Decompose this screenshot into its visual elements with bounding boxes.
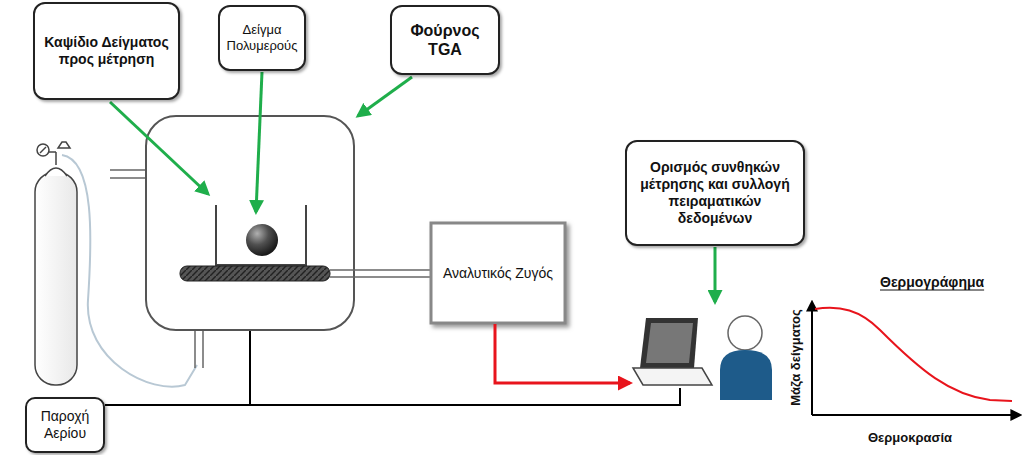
callout-box: Φούρνος TGA xyxy=(390,5,500,75)
gas-cylinder xyxy=(35,142,77,385)
node-text: Δείγμα Πολυμερούς xyxy=(226,22,298,53)
node-text: Φούρνος TGA xyxy=(398,21,492,59)
callout-box: Καψίδιο Δείγματος προς μέτρηση xyxy=(33,2,180,100)
polymer-sample xyxy=(246,224,278,256)
axis-label: Μάζα δείγματος xyxy=(787,309,802,406)
node-text: Ορισμός συνθηκών μέτρησης και συλλογή πε… xyxy=(633,159,797,226)
node-text: Καψίδιο Δείγματος προς μέτρηση xyxy=(41,34,172,68)
laptop xyxy=(633,318,712,385)
balance-box: Αναλυτικός Ζυγός xyxy=(433,225,563,321)
gas-supply-box: Παροχή Αερίου xyxy=(25,397,105,453)
callout-box: Ορισμός συνθηκών μέτρησης και συλλογή πε… xyxy=(625,140,805,246)
node-text: Αναλυτικός Ζυγός xyxy=(443,265,553,282)
node-text: Παροχή Αερίου xyxy=(33,408,97,442)
callout-box: Δείγμα Πολυμερούς xyxy=(218,5,306,71)
chart-title: Θερμογράφημα xyxy=(880,274,984,290)
person xyxy=(720,316,772,400)
furnace xyxy=(146,116,354,330)
axis-label: Θερμοκρασία xyxy=(868,430,952,445)
